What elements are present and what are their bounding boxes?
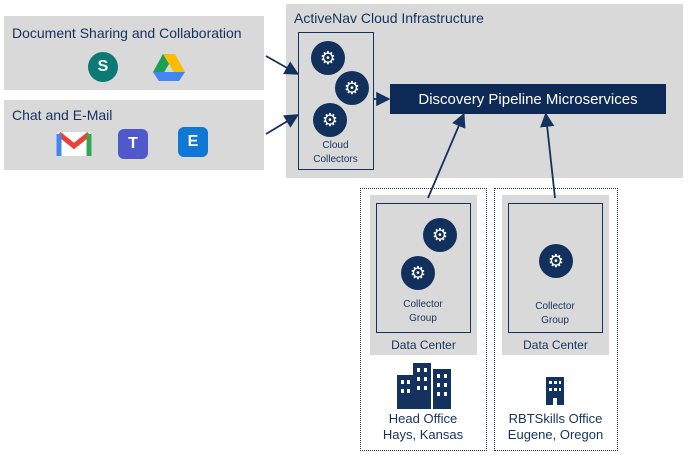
collector-group-line1: Collector (403, 299, 443, 310)
teams-icon: T (118, 129, 148, 159)
office-label: Head Office Hays, Kansas (361, 411, 485, 443)
google-drive-icon (152, 52, 186, 82)
cloud-collectors-line1: Cloud (322, 140, 349, 151)
arrow-site1-to-pipeline (427, 112, 466, 199)
building-icon (393, 361, 453, 409)
office-location: Hays, Kansas (382, 427, 464, 442)
gear-icon: ⚙ (423, 218, 457, 252)
discovery-pipeline-box: Discovery Pipeline Microservices (390, 84, 666, 114)
chat-email-panel: Chat and E-Mail T E (4, 100, 264, 170)
chat-email-title: Chat and E-Mail (12, 107, 113, 123)
exchange-icon: E (178, 127, 208, 157)
cloud-collectors-box: ⚙ ⚙ ⚙ Cloud Collectors (298, 32, 374, 170)
office-name: RBTSkills Office (508, 411, 603, 426)
collector-group-box: ⚙ ⚙ Collector Group (376, 203, 471, 333)
gear-icon: ⚙ (401, 256, 435, 290)
data-center-label: Data Center (391, 338, 456, 352)
building-icon (545, 375, 565, 405)
doc-sharing-panel: Document Sharing and Collaboration S (4, 16, 264, 90)
gear-icon: ⚙ (311, 41, 345, 75)
arrow-doc-to-cloud (265, 55, 300, 75)
rbtskills-office-site: ⚙ Collector Group Data Center RBTSkills … (494, 188, 618, 451)
collector-group-label: Collector Group (509, 300, 601, 328)
data-center-label: Data Center (523, 338, 588, 352)
gear-icon: ⚙ (313, 103, 347, 137)
cloud-title: ActiveNav Cloud Infrastructure (294, 10, 484, 26)
gear-icon: ⚙ (539, 244, 573, 278)
collector-group-line2: Group (541, 315, 569, 326)
collector-group-box: ⚙ Collector Group (508, 203, 603, 333)
collector-group-label: Collector Group (377, 298, 469, 326)
data-center-panel: ⚙ Collector Group Data Center (502, 195, 609, 355)
office-label: RBTSkills Office Eugene, Oregon (495, 411, 616, 443)
cloud-collectors-label: Cloud Collectors (299, 139, 372, 167)
arrow-chat-to-cloud (265, 114, 300, 135)
collector-group-line1: Collector (535, 301, 575, 312)
data-center-panel: ⚙ ⚙ Collector Group Data Center (370, 195, 477, 355)
doc-sharing-title: Document Sharing and Collaboration (12, 25, 242, 41)
head-office-site: ⚙ ⚙ Collector Group Data Center (360, 188, 487, 451)
cloud-collectors-line2: Collectors (313, 154, 358, 165)
collector-group-line2: Group (409, 313, 437, 324)
gear-icon: ⚙ (335, 71, 369, 105)
office-location: Eugene, Oregon (507, 427, 604, 442)
arrow-site2-to-pipeline (540, 112, 556, 199)
cloud-infrastructure-panel: ActiveNav Cloud Infrastructure ⚙ ⚙ ⚙ Clo… (286, 4, 683, 178)
office-name: Head Office (388, 411, 458, 426)
sharepoint-icon: S (88, 52, 118, 82)
gmail-icon (56, 130, 92, 158)
